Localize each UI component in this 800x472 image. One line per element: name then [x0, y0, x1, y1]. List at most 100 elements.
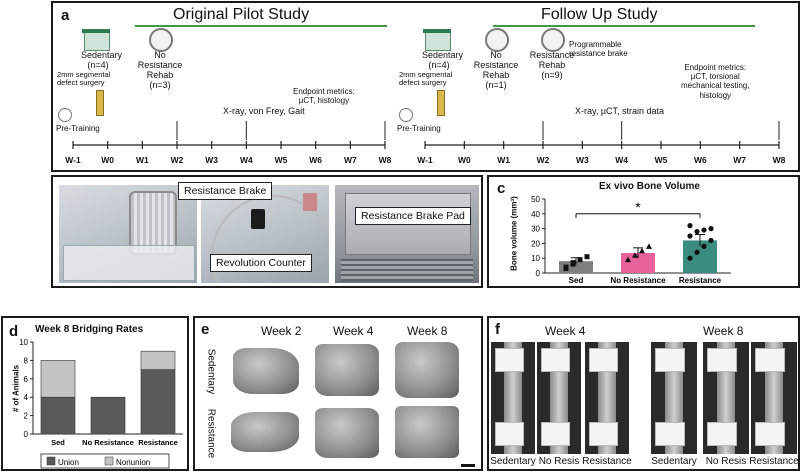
scale-bar	[461, 464, 475, 467]
c-point	[577, 257, 583, 263]
c-point	[639, 247, 645, 254]
counter-device	[251, 209, 265, 229]
brake-pad-callout: Resistance Brake Pad	[355, 207, 471, 225]
d-y-tick-label: 4	[24, 393, 29, 402]
c-category-label: No Resistance	[610, 276, 666, 285]
ct-sed-week2	[233, 348, 299, 394]
c-significance-star: *	[635, 199, 641, 215]
brake-line2: resistance brake	[569, 48, 628, 58]
original-endpoint-line1: Endpoint metrics:	[293, 87, 355, 96]
xray-caption: No Resis	[538, 456, 580, 467]
original-title-rule	[135, 25, 387, 27]
d-legend-label: Nonunion	[116, 458, 150, 467]
week4-xray-header: Week 4	[545, 324, 586, 338]
original-week-label: W2	[170, 155, 184, 165]
c-point	[708, 226, 714, 232]
brake-line1: Programmable	[569, 40, 622, 49]
xray-plate-top	[706, 348, 738, 372]
panel-c-title: Ex vivo Bone Volume	[599, 181, 700, 192]
d-bar-segment	[40, 360, 76, 398]
week8-xray-header: Week 8	[703, 324, 744, 338]
brake-pad-photo	[335, 185, 479, 283]
surgery-label: 2mm segmental defect surgery	[57, 70, 111, 88]
follow-week-label: W5	[654, 155, 668, 165]
surgery-line1: 2mm segmental	[57, 70, 111, 79]
sed-label: Sedentary (n=4)	[81, 50, 123, 70]
panel-d-label: d	[9, 323, 19, 340]
d-legend-swatch	[46, 456, 56, 466]
syringe-icon	[96, 90, 104, 116]
c-category-label: Resistance	[679, 276, 722, 285]
original-week-label: W5	[274, 155, 288, 165]
xray-plate-bottom	[540, 422, 570, 446]
original-week-label: W0	[101, 155, 115, 165]
panel-e-microct: e Week 2 Week 4 Week 8 Sedentary Resista…	[193, 316, 483, 471]
follow-study-title: Follow Up Study	[541, 6, 658, 23]
xray-image	[703, 342, 749, 454]
follow-res-sub: Rehab (n=9)	[538, 60, 566, 80]
resistance-wheel-icon	[541, 28, 565, 52]
d-category-label: Resistance	[138, 438, 178, 447]
original-week-label: W6	[309, 155, 323, 165]
pretraining-label: Pre-Training	[56, 124, 100, 133]
c-point	[701, 243, 707, 249]
d-y-tick-label: 0	[24, 430, 29, 439]
follow-measures: X-ray, µCT, strain data	[575, 106, 665, 116]
c-point	[687, 255, 693, 261]
original-study-title: Original Pilot Study	[173, 6, 310, 23]
xray-image	[491, 342, 535, 454]
c-point	[694, 249, 700, 255]
c-point	[570, 260, 576, 266]
xray-plate-bottom	[706, 422, 738, 446]
pretraining-icon	[58, 108, 72, 122]
follow-res-label: Resistance Rehab (n=9)	[527, 50, 577, 80]
original-week-label: W7	[343, 155, 357, 165]
follow-syringe-icon	[437, 90, 445, 116]
panel-a-label: a	[61, 7, 70, 24]
xray-caption: Sedentary	[651, 456, 697, 467]
follow-surgery-line2: defect surgery	[399, 78, 447, 88]
original-week-label: W-1	[65, 155, 81, 165]
ct-sed-week4	[315, 344, 379, 396]
follow-endpoint-line4: histology	[699, 90, 732, 100]
follow-week-label: W4	[615, 155, 629, 165]
c-point	[694, 228, 700, 235]
c-bar	[621, 253, 655, 273]
xray-image	[537, 342, 581, 454]
brake-module	[303, 193, 317, 211]
c-y-tick-label: 40	[531, 210, 540, 219]
c-y-tick-label: 20	[531, 239, 540, 248]
week2-header: Week 2	[261, 324, 302, 338]
follow-sed-n: (n=4)	[428, 60, 450, 70]
original-week-label: W1	[135, 155, 149, 165]
c-y-tick-label: 0	[536, 269, 541, 278]
follow-res-name: Resistance	[529, 50, 575, 60]
d-legend-label: Union	[58, 458, 79, 467]
follow-pretraining-icon	[399, 108, 413, 122]
original-week-label: W3	[205, 155, 219, 165]
d-bar-segment	[140, 350, 176, 370]
original-timeline-axis	[72, 121, 386, 149]
nores-sub: Rehab (n=3)	[146, 70, 174, 90]
xray-plate-top	[494, 348, 524, 372]
d-bar-segment	[140, 369, 176, 435]
row-resistance-label: Resistance	[205, 408, 217, 459]
c-bar	[559, 261, 593, 273]
follow-week-label: W0	[457, 155, 471, 165]
sed-name: Sedentary	[81, 50, 123, 60]
follow-surgery-label: 2mm segmental defect surgery	[399, 70, 452, 88]
xray-image	[585, 342, 629, 454]
original-endpoint: Endpoint metrics: µCT, histology	[293, 87, 355, 105]
follow-week-label: W6	[693, 155, 707, 165]
follow-week-label: W2	[536, 155, 550, 165]
row-sedentary-label: Sedentary	[205, 348, 217, 395]
follow-endpoint-line2: µCT, torsional	[690, 72, 740, 82]
surgery-line2: defect surgery	[57, 78, 105, 88]
xray-caption: Resistance	[749, 456, 799, 467]
c-point	[632, 252, 638, 258]
xray-plate-top	[654, 348, 686, 372]
d-bar-segment	[90, 396, 126, 435]
